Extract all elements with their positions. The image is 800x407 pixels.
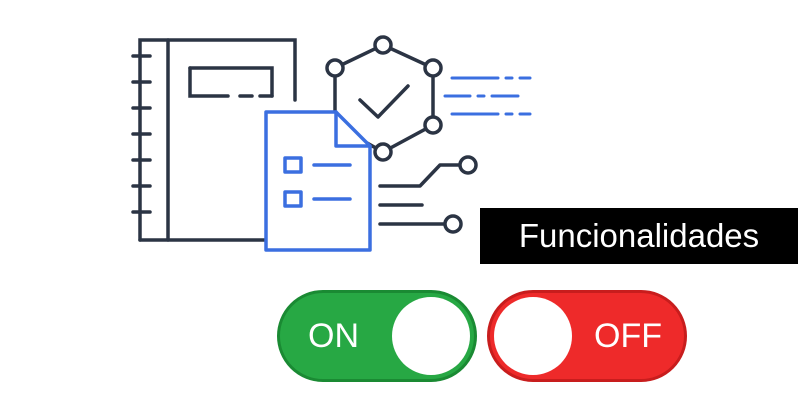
off-label: OFF <box>594 317 662 355</box>
toggle-knob <box>392 297 470 375</box>
features-banner: Funcionalidades <box>480 208 798 264</box>
toggle-knob <box>494 297 572 375</box>
circuit-lines <box>378 155 478 234</box>
checklist-document-icon <box>264 110 372 252</box>
on-toggle-switch[interactable]: ON <box>277 290 477 382</box>
on-label: ON <box>308 317 359 355</box>
hexagon-check-network-icon <box>325 35 443 162</box>
notebook-icon <box>131 38 297 242</box>
data-stream-lines <box>443 76 532 116</box>
off-toggle-switch[interactable]: OFF <box>487 290 687 382</box>
